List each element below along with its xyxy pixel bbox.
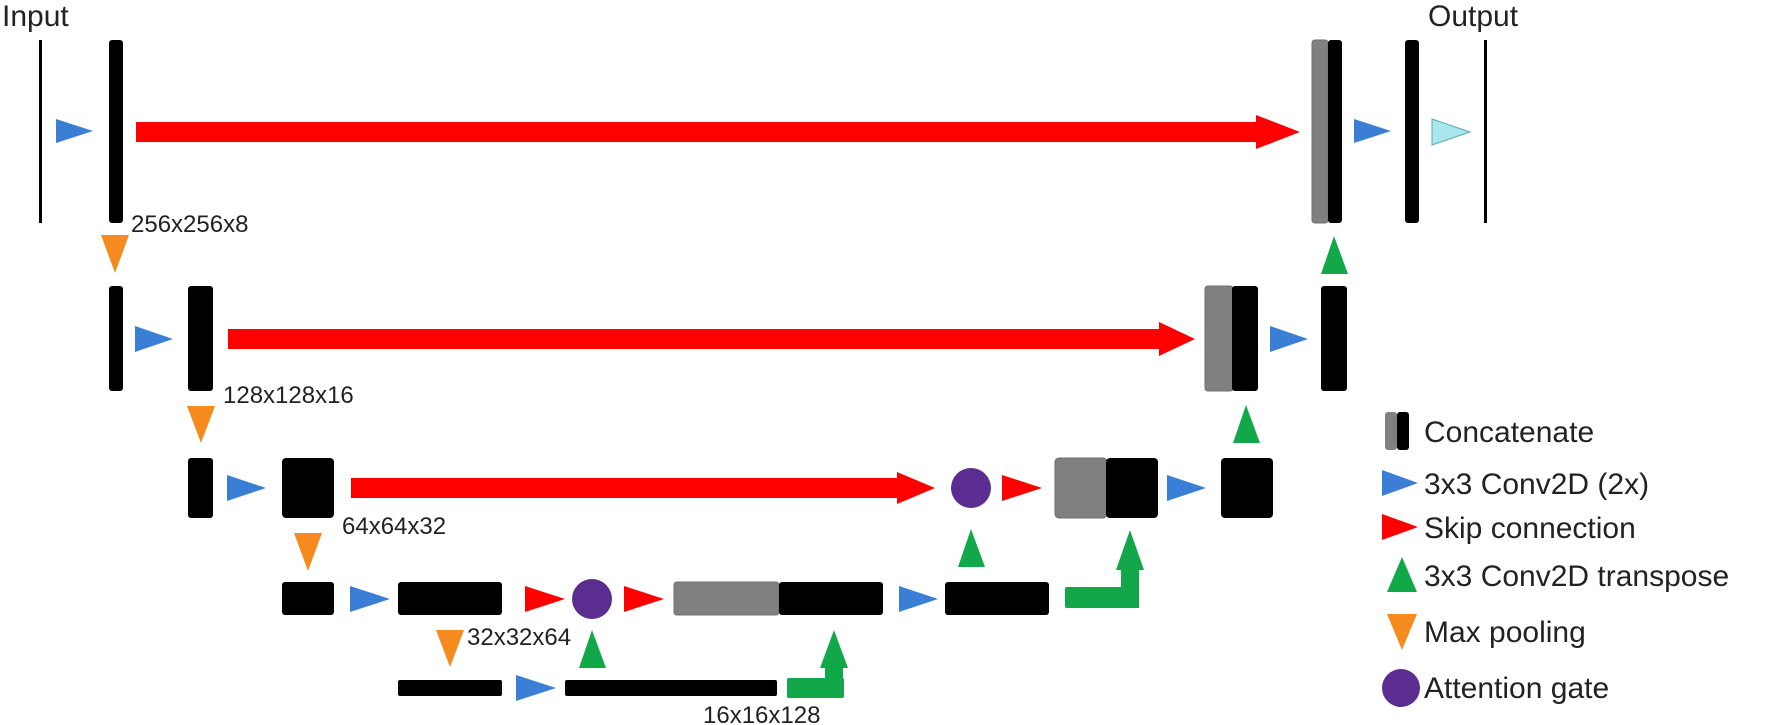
attention-gate-32 — [572, 579, 612, 619]
legend-label-transpose: 3x3 Conv2D transpose — [1424, 560, 1729, 593]
concat-map-256-skip — [1311, 39, 1329, 224]
skip-arrow-icon — [1002, 475, 1042, 501]
feature-map-128-pooled — [109, 286, 123, 391]
dim-label-256: 256x256x8 — [131, 211, 248, 238]
concatenate-icon — [1385, 412, 1397, 450]
maxpool-arrow-icon — [436, 630, 464, 667]
conv2d-arrow-icon — [1270, 326, 1308, 352]
legend-label-concatenate: Concatenate — [1424, 416, 1594, 449]
conv2d-arrow-icon — [227, 475, 266, 501]
transpose-bent-arrow-32-to-64 — [1065, 530, 1144, 608]
feature-map-32 — [398, 582, 502, 615]
skip-legend-icon — [1382, 514, 1418, 540]
legend-item-maxpool: Max pooling — [1387, 614, 1586, 650]
legend-item-concatenate: Concatenate — [1385, 412, 1594, 450]
dim-label-64: 64x64x32 — [342, 513, 446, 540]
transpose-arrow-icon — [1321, 236, 1348, 274]
conv2d-arrow-icon — [350, 586, 390, 612]
output-image-line — [1484, 40, 1487, 223]
feature-map-16 — [565, 680, 777, 696]
concat-map-64-skip — [1054, 457, 1108, 519]
feature-map-32-decoder — [945, 582, 1049, 615]
concat-map-128-up — [1232, 286, 1258, 391]
concat-map-256-up — [1328, 40, 1342, 223]
output-activation-arrow-icon — [1431, 118, 1472, 146]
conv2d-arrow-icon — [899, 586, 938, 612]
maxpool-legend-icon — [1387, 614, 1417, 650]
skip-connection-arrow-256 — [136, 115, 1300, 149]
legend-item-attention: Attention gate — [1382, 669, 1609, 707]
legend-label-conv2d: 3x3 Conv2D (2x) — [1424, 468, 1649, 501]
feature-map-16-pooled — [398, 680, 502, 696]
feature-map-64-decoder — [1221, 458, 1273, 518]
skip-arrow-icon — [624, 586, 664, 612]
legend-label-maxpool: Max pooling — [1424, 616, 1586, 649]
maxpool-arrow-icon — [187, 406, 215, 443]
feature-map-256 — [109, 40, 123, 223]
skip-connection-arrow-64 — [351, 472, 935, 504]
feature-map-64-pooled — [188, 458, 213, 518]
dim-label-32: 32x32x64 — [467, 624, 571, 651]
concat-map-32-skip — [673, 581, 780, 616]
legend-item-skip: Skip connection — [1382, 512, 1636, 545]
conv2d-arrow-icon — [1167, 475, 1206, 501]
transpose-bent-arrow-16-to-32 — [787, 630, 848, 698]
legend-label-skip: Skip connection — [1424, 512, 1636, 545]
attention-gate-64 — [951, 468, 991, 508]
skip-connection-arrow-128 — [228, 322, 1195, 356]
concat-map-64-up — [1106, 458, 1158, 518]
transpose-legend-icon — [1387, 557, 1417, 592]
conv2d-arrow-icon — [56, 119, 93, 143]
dim-label-128: 128x128x16 — [223, 382, 354, 409]
maxpool-arrow-icon — [294, 533, 322, 571]
dim-label-16: 16x16x128 — [703, 702, 820, 725]
attention-gate-legend-icon — [1382, 669, 1420, 707]
input-image-line — [39, 40, 42, 223]
legend-item-conv2d: 3x3 Conv2D (2x) — [1382, 468, 1649, 501]
feature-map-256-decoder — [1405, 40, 1419, 223]
concat-map-128-skip — [1204, 285, 1234, 392]
input-label: Input — [2, 0, 69, 33]
transpose-arrow-icon — [579, 630, 606, 668]
legend-label-attention: Attention gate — [1424, 672, 1609, 705]
concat-map-32-up — [779, 582, 883, 615]
conv2d-arrow-icon — [516, 675, 556, 701]
conv2d-arrow-icon — [1354, 119, 1391, 143]
skip-arrow-icon — [525, 586, 565, 612]
transpose-arrow-icon — [958, 529, 985, 567]
output-label: Output — [1428, 0, 1519, 33]
feature-map-32-pooled — [282, 582, 334, 615]
feature-map-128-decoder — [1321, 286, 1347, 391]
legend: Concatenate 3x3 Conv2D (2x) Skip connect… — [1382, 412, 1729, 707]
transpose-arrow-icon — [1233, 405, 1260, 443]
feature-map-64 — [282, 458, 334, 518]
conv2d-legend-icon — [1382, 470, 1418, 496]
legend-item-transpose: 3x3 Conv2D transpose — [1387, 557, 1729, 593]
conv2d-arrow-icon — [135, 326, 173, 352]
maxpool-arrow-icon — [101, 235, 129, 273]
feature-map-128 — [188, 286, 213, 391]
